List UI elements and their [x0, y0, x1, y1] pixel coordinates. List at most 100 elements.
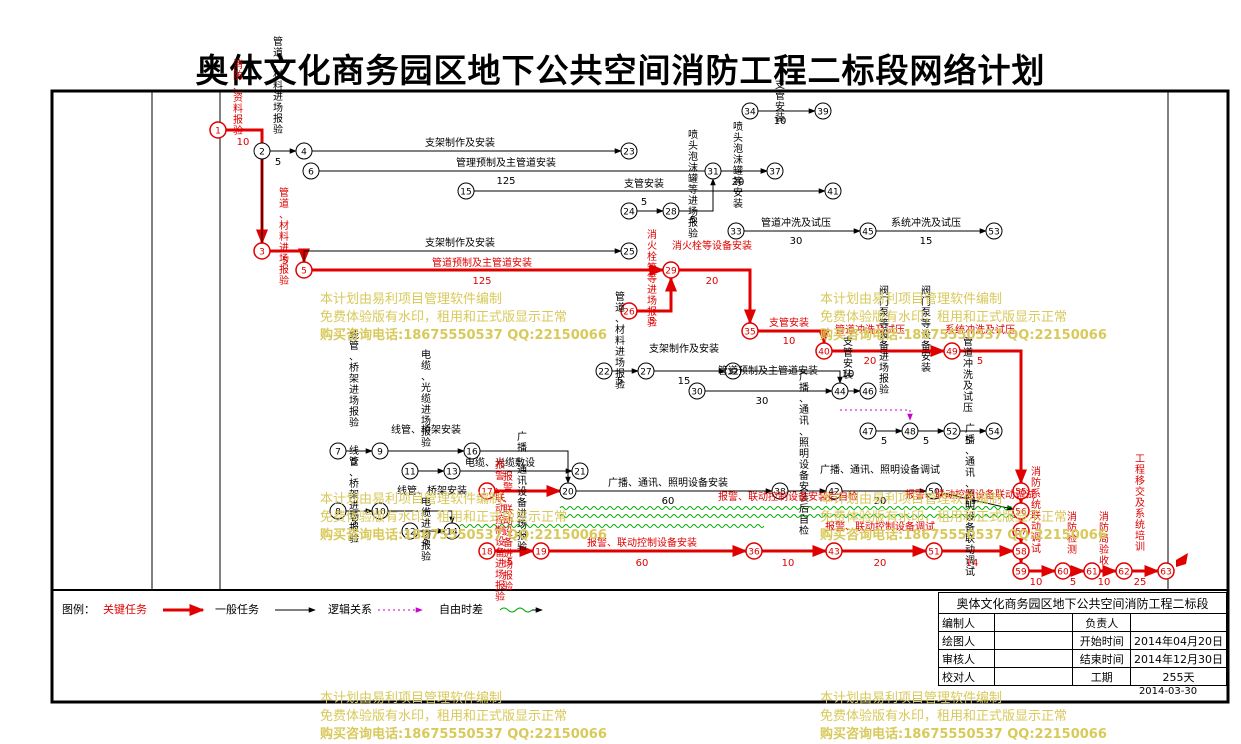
- label-t_47_48: 泵: [879, 307, 889, 319]
- label-d_28_31: 5: [690, 215, 696, 226]
- label-t_26_29: 报: [647, 305, 657, 318]
- label-t_31_37: 头: [733, 132, 743, 144]
- label-d_62_63: 25: [1134, 577, 1147, 588]
- arrow-28-31: [679, 178, 716, 212]
- label-t_50_56: 讯: [965, 467, 975, 479]
- compiler-label: 编制人: [938, 613, 995, 632]
- label-t_48_52: 备: [921, 339, 931, 352]
- label-t_11_13: 、: [421, 372, 431, 383]
- label-t_3_5: 道: [279, 197, 289, 210]
- label-t_38_42: 安: [799, 480, 809, 493]
- arrow-29-35: [679, 268, 756, 325]
- node-label-34: 34: [744, 108, 756, 118]
- label-t_17_20: 控: [495, 513, 505, 526]
- label-t_52_54: 洗: [963, 369, 973, 381]
- label-t_38_42: 、: [799, 394, 809, 405]
- node-label-46: 46: [862, 388, 874, 398]
- arrow-49-55: [960, 349, 1027, 485]
- node-label-11: 11: [404, 468, 415, 478]
- label-t_16_20: 场: [517, 518, 527, 531]
- label-t_18_19: 、: [503, 494, 513, 505]
- label-t_47_48: 门: [879, 295, 889, 308]
- label-t_6_37: 管理预制及主管道安装: [456, 156, 556, 169]
- compiler-value: [993, 613, 1074, 632]
- label-d_49_55: 5: [977, 356, 983, 367]
- node-18: [478, 542, 496, 560]
- label-t_8_10: 场: [349, 510, 359, 523]
- label-d_8_10: 5: [351, 517, 357, 528]
- label-t_8_10: 进: [349, 500, 359, 512]
- node-label-8: 8: [335, 508, 341, 518]
- label-t_47_48: 阀: [879, 284, 889, 297]
- label-t_58_59: 动: [1031, 521, 1041, 533]
- node-label-43: 43: [828, 548, 839, 558]
- label-t_62_63: 交: [1135, 485, 1145, 498]
- label-t_18_19: 报: [503, 569, 513, 582]
- node-label-40: 40: [818, 348, 830, 358]
- label-t_3_5: 验: [279, 274, 289, 287]
- label-t_50_56: 通: [965, 456, 975, 468]
- label-t_22_27: 报: [615, 367, 625, 380]
- node-23: [620, 142, 638, 160]
- node-label-38: 38: [774, 488, 786, 498]
- label-t_48_52: 安: [921, 350, 931, 363]
- label-t_17_20: 制: [495, 524, 505, 537]
- label-t_52_54: 及: [963, 380, 973, 392]
- label-t_62_63: 统: [1135, 518, 1145, 531]
- label-t_31_37: 泡: [733, 142, 743, 155]
- node-34: [741, 102, 759, 120]
- node-60: [1054, 562, 1072, 580]
- label-t_47_48: 进: [879, 351, 889, 363]
- label-t_3_5: 场: [279, 252, 289, 265]
- node-label-4: 4: [301, 148, 307, 158]
- label-t_8_10: 架: [349, 489, 359, 501]
- label-t_2_4: 材: [273, 68, 283, 81]
- node-20: [559, 482, 577, 500]
- label-t_50_56: 调: [965, 555, 975, 567]
- node-59: [1012, 562, 1030, 580]
- label-t_26_29: 栓: [647, 250, 657, 263]
- node-2: [253, 142, 271, 160]
- node-11: [401, 462, 419, 480]
- label-d_27_32: 15: [678, 376, 691, 387]
- duration-label: 工期: [1072, 667, 1131, 686]
- node-9: [371, 442, 389, 460]
- arrow-26-29: [637, 276, 677, 313]
- end-flag-icon: [1176, 553, 1188, 567]
- label-d_3_5: 5: [282, 256, 288, 267]
- reviewer-label: 审核人: [938, 649, 995, 668]
- node-label-13: 13: [446, 468, 457, 478]
- label-d_52_54: 5: [965, 436, 971, 447]
- outer-frame: [50, 89, 1230, 704]
- label-d_44_46: 10: [842, 369, 855, 380]
- label-d_20_38: 60: [662, 496, 675, 507]
- label-t_11_13: 验: [421, 436, 431, 449]
- label-t_40_49: 管道冲洗及试压: [835, 323, 905, 336]
- label-t_18_19: 场: [503, 558, 513, 571]
- label-t_17_20: 报: [495, 458, 505, 471]
- legend-critical: 关键任务: [103, 603, 147, 616]
- label-t_47_48: 等: [879, 317, 889, 330]
- label-d_19_36: 60: [636, 558, 649, 569]
- label-d_42_50: 20: [874, 496, 887, 507]
- label-t_62_63: 程: [1135, 464, 1145, 476]
- label-t_10_14: 线管、桥架安装: [397, 484, 467, 497]
- label-t_22_27: 道: [615, 301, 625, 314]
- logic-arrow-44-48: [840, 409, 913, 421]
- label-t_8_10: 管: [349, 455, 359, 468]
- label-t_11_13: 电: [421, 348, 431, 361]
- node-label-54: 54: [988, 428, 1000, 438]
- label-t_34_39: 装: [775, 111, 785, 124]
- label-t_22_27: 验: [615, 378, 625, 391]
- label-t_16_20: 、: [517, 454, 527, 465]
- label-t_31_37: 罐: [733, 164, 743, 177]
- label-t_62_63: 训: [1135, 541, 1145, 553]
- owner-value: [1130, 613, 1227, 632]
- node-40: [815, 342, 833, 360]
- label-t_8_10: 、: [349, 468, 359, 479]
- node-label-25: 25: [623, 248, 634, 258]
- label-t_19_36: 报警、联动控制设备安装: [587, 536, 697, 549]
- label-t_61_62: 局: [1099, 533, 1109, 545]
